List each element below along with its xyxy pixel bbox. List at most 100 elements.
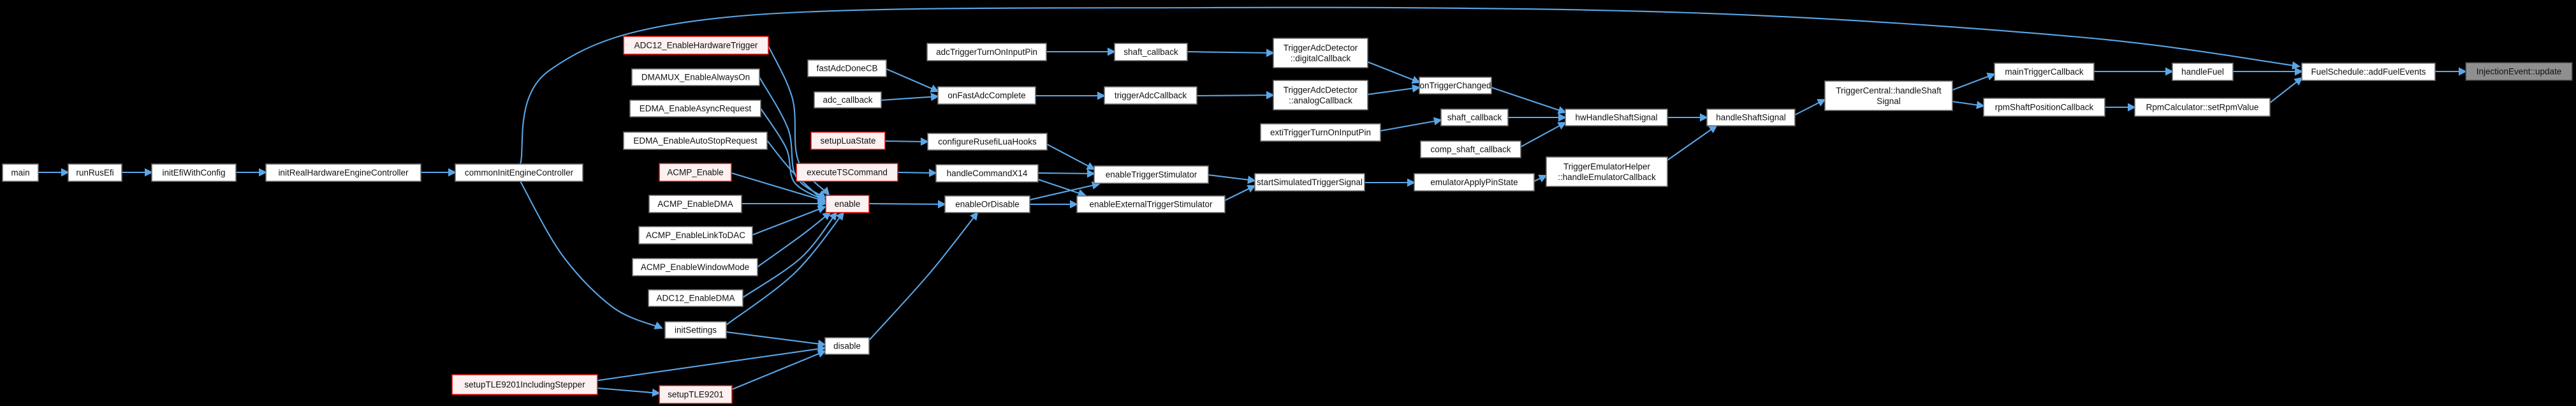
- graph-node-executeTSCommand[interactable]: executeTSCommand: [796, 163, 898, 182]
- graph-node-ACMP_Enable[interactable]: ACMP_Enable: [659, 163, 732, 182]
- node-label: setupTLE9201IncludingStepper: [464, 380, 585, 389]
- edge-handleCommandX14-to-enableTriggerStimulator: [1037, 169, 1095, 178]
- node-label: FuelSchedule::addFuelEvents: [2311, 67, 2426, 77]
- graph-node-enableTriggerStimulator[interactable]: enableTriggerStimulator: [1094, 165, 1209, 184]
- node-label: ACMP_EnableDMA: [657, 199, 733, 209]
- graph-node-enableOrDisable[interactable]: enableOrDisable: [944, 195, 1030, 213]
- node-label: configureRusefiLuaHooks: [938, 137, 1037, 147]
- node-box: [1419, 77, 1492, 94]
- graph-node-TriggerAdcDetector_digitalCallback[interactable]: TriggerAdcDetector::digitalCallback: [1273, 38, 1368, 68]
- node-box: [1565, 109, 1668, 126]
- graph-node-TriggerAdcDetector_analogCallback[interactable]: TriggerAdcDetector::analogCallback: [1273, 80, 1368, 110]
- graph-node-TriggerEmulatorHelper_handleEmulatorCallback[interactable]: TriggerEmulatorHelper::handleEmulatorCal…: [1546, 156, 1668, 187]
- node-box: [1983, 98, 2105, 117]
- graph-node-ACMP_EnableLinkToDAC[interactable]: ACMP_EnableLinkToDAC: [638, 226, 753, 244]
- node-label: handleShaftSignal: [1716, 113, 1786, 123]
- node-label: commonInitEngineController: [465, 168, 574, 177]
- graph-node-DMAMUX_EnableAlwaysOn[interactable]: DMAMUX_EnableAlwaysOn: [631, 68, 760, 86]
- graph-node-handleFuel[interactable]: handleFuel: [2172, 63, 2234, 81]
- graph-node-main[interactable]: main: [2, 163, 39, 182]
- graph-node-configureRusefiLuaHooks[interactable]: configureRusefiLuaHooks: [927, 133, 1048, 151]
- graph-node-initSettings[interactable]: initSettings: [664, 321, 727, 339]
- node-box: [807, 59, 887, 77]
- node-label: hwHandleShaftSignal: [1575, 113, 1657, 123]
- node-label: extiTriggerTurnOnInputPin: [1270, 128, 1371, 137]
- node-label: DMAMUX_EnableAlwaysOn: [641, 73, 750, 82]
- node-box: [629, 100, 761, 117]
- graph-node-extiTriggerTurnOnInputPin[interactable]: extiTriggerTurnOnInputPin: [1260, 123, 1381, 142]
- edge-onTriggerChanged-to-hwHandleShaftSignal: [1491, 87, 1567, 114]
- node-box: [1260, 123, 1381, 142]
- graph-node-ADC12_EnableDMA[interactable]: ADC12_EnableDMA: [648, 289, 743, 307]
- graph-node-handleShaftSignal[interactable]: handleShaftSignal: [1706, 109, 1796, 126]
- graph-node-setupLuaState[interactable]: setupLuaState: [810, 132, 886, 150]
- edge-executeTSCommand-to-handleCommandX14: [897, 169, 937, 177]
- edge-fastAdcDoneCB-to-onFastAdcComplete: [886, 68, 939, 93]
- graph-node-initRealHardwareEngineController[interactable]: initRealHardwareEngineController: [265, 163, 421, 182]
- graph-node-disable[interactable]: disable: [824, 337, 870, 355]
- graph-node-enableExternalTriggerStimulator[interactable]: enableExternalTriggerStimulator: [1076, 195, 1226, 213]
- graph-node-TriggerCentral_handleShaftSignal[interactable]: TriggerCentral::handleShaftSignal: [1824, 80, 1953, 111]
- graph-node-emulatorApplyPinState[interactable]: emulatorApplyPinState: [1414, 173, 1535, 192]
- node-box: [1273, 80, 1368, 110]
- graph-node-commonInitEngineController[interactable]: commonInitEngineController: [455, 163, 583, 182]
- graph-node-ACMP_EnableWindowMode[interactable]: ACMP_EnableWindowMode: [632, 258, 758, 276]
- graph-node-startSimulatedTriggerSignal[interactable]: startSimulatedTriggerSignal: [1254, 173, 1365, 192]
- graph-node-onTriggerChanged[interactable]: onTriggerChanged: [1419, 77, 1492, 94]
- graph-node-enable[interactable]: enable: [825, 195, 870, 213]
- graph-node-shaft_callback_2[interactable]: shaft_callback: [1440, 109, 1509, 126]
- node-label: handleFuel: [2181, 67, 2224, 77]
- graph-node-EDMA_EnableAsyncRequest[interactable]: EDMA_EnableAsyncRequest: [629, 100, 761, 117]
- edge-ACMP_Enable-to-enable: [731, 172, 826, 204]
- graph-node-FuelSchedule_addFuelEvents[interactable]: FuelSchedule::addFuelEvents: [2301, 63, 2436, 81]
- edge-triggerAdcCallback-to-TriggerAdcDetector_analogCallback: [1196, 91, 1275, 100]
- node-label: shaft_callback: [1447, 113, 1502, 123]
- node-box: [632, 258, 758, 276]
- node-box: [659, 163, 732, 182]
- edge-setupTLE9201-to-disable: [731, 350, 826, 390]
- node-label: ACMP_Enable: [667, 168, 724, 177]
- graph-node-setupTLE9201IncludingStepper[interactable]: setupTLE9201IncludingStepper: [451, 374, 598, 395]
- graph-node-handleCommandX14[interactable]: handleCommandX14: [935, 164, 1039, 183]
- graph-node-comp_shaft_callback[interactable]: comp_shaft_callback: [1420, 140, 1521, 158]
- node-label: setupTLE9201: [668, 390, 724, 400]
- node-box: [927, 133, 1048, 151]
- node-label: initEfiWithConfig: [162, 168, 225, 177]
- graph-node-adc_callback[interactable]: adc_callback: [814, 91, 882, 109]
- graph-node-adcTriggerTurnOnInputPin[interactable]: adcTriggerTurnOnInputPin: [926, 43, 1047, 61]
- node-box: [824, 337, 870, 355]
- node-label: EDMA_EnableAutoStopRequest: [633, 136, 757, 146]
- node-label: onTriggerChanged: [1419, 81, 1491, 91]
- node-box: [2301, 63, 2436, 81]
- graph-node-triggerAdcCallback[interactable]: triggerAdcCallback: [1104, 86, 1197, 105]
- graph-node-rpmShaftPositionCallback[interactable]: rpmShaftPositionCallback: [1983, 98, 2105, 117]
- node-box: [1706, 109, 1796, 126]
- node-box: [1273, 38, 1368, 68]
- graph-node-mainTriggerCallback[interactable]: mainTriggerCallback: [1994, 63, 2095, 81]
- graph-node-EDMA_EnableAutoStopRequest[interactable]: EDMA_EnableAutoStopRequest: [623, 132, 768, 150]
- edge-shaft_callback_1-to-TriggerAdcDetector_digitalCallback: [1187, 49, 1275, 57]
- graph-node-RpmCalculator_setRpmValue[interactable]: RpmCalculator::setRpmValue: [2134, 98, 2271, 117]
- graph-node-runRusEfi[interactable]: runRusEfi: [68, 163, 122, 182]
- graph-node-hwHandleShaftSignal[interactable]: hwHandleShaftSignal: [1565, 109, 1668, 126]
- graph-node-onFastAdcComplete[interactable]: onFastAdcComplete: [937, 86, 1036, 105]
- edge-ACMP_EnableWindowMode-to-enable: [757, 211, 831, 267]
- node-label: main: [11, 168, 29, 177]
- graph-node-ACMP_EnableDMA[interactable]: ACMP_EnableDMA: [648, 195, 742, 213]
- node-label: RpmCalculator::setRpmValue: [2146, 103, 2259, 112]
- graph-node-fastAdcDoneCB[interactable]: fastAdcDoneCB: [807, 59, 887, 77]
- edge-disable-to-enableOrDisable: [868, 211, 979, 341]
- node-label: setupLuaState: [820, 136, 875, 146]
- graph-node-shaft_callback_1[interactable]: shaft_callback: [1114, 43, 1188, 61]
- graph-node-initEfiWithConfig[interactable]: initEfiWithConfig: [151, 163, 237, 182]
- graph-node-ADC12_EnableHardwareTrigger[interactable]: ADC12_EnableHardwareTrigger: [623, 36, 769, 55]
- node-box: [937, 86, 1036, 105]
- node-box: [1546, 156, 1668, 187]
- edge-DMAMUX_EnableAlwaysOn-to-enable: [759, 77, 826, 199]
- node-label: initRealHardwareEngineController: [278, 168, 409, 177]
- node-label: Signal: [1877, 96, 1901, 106]
- graph-node-setupTLE9201[interactable]: setupTLE9201: [659, 385, 733, 404]
- node-label: enableOrDisable: [955, 200, 1020, 209]
